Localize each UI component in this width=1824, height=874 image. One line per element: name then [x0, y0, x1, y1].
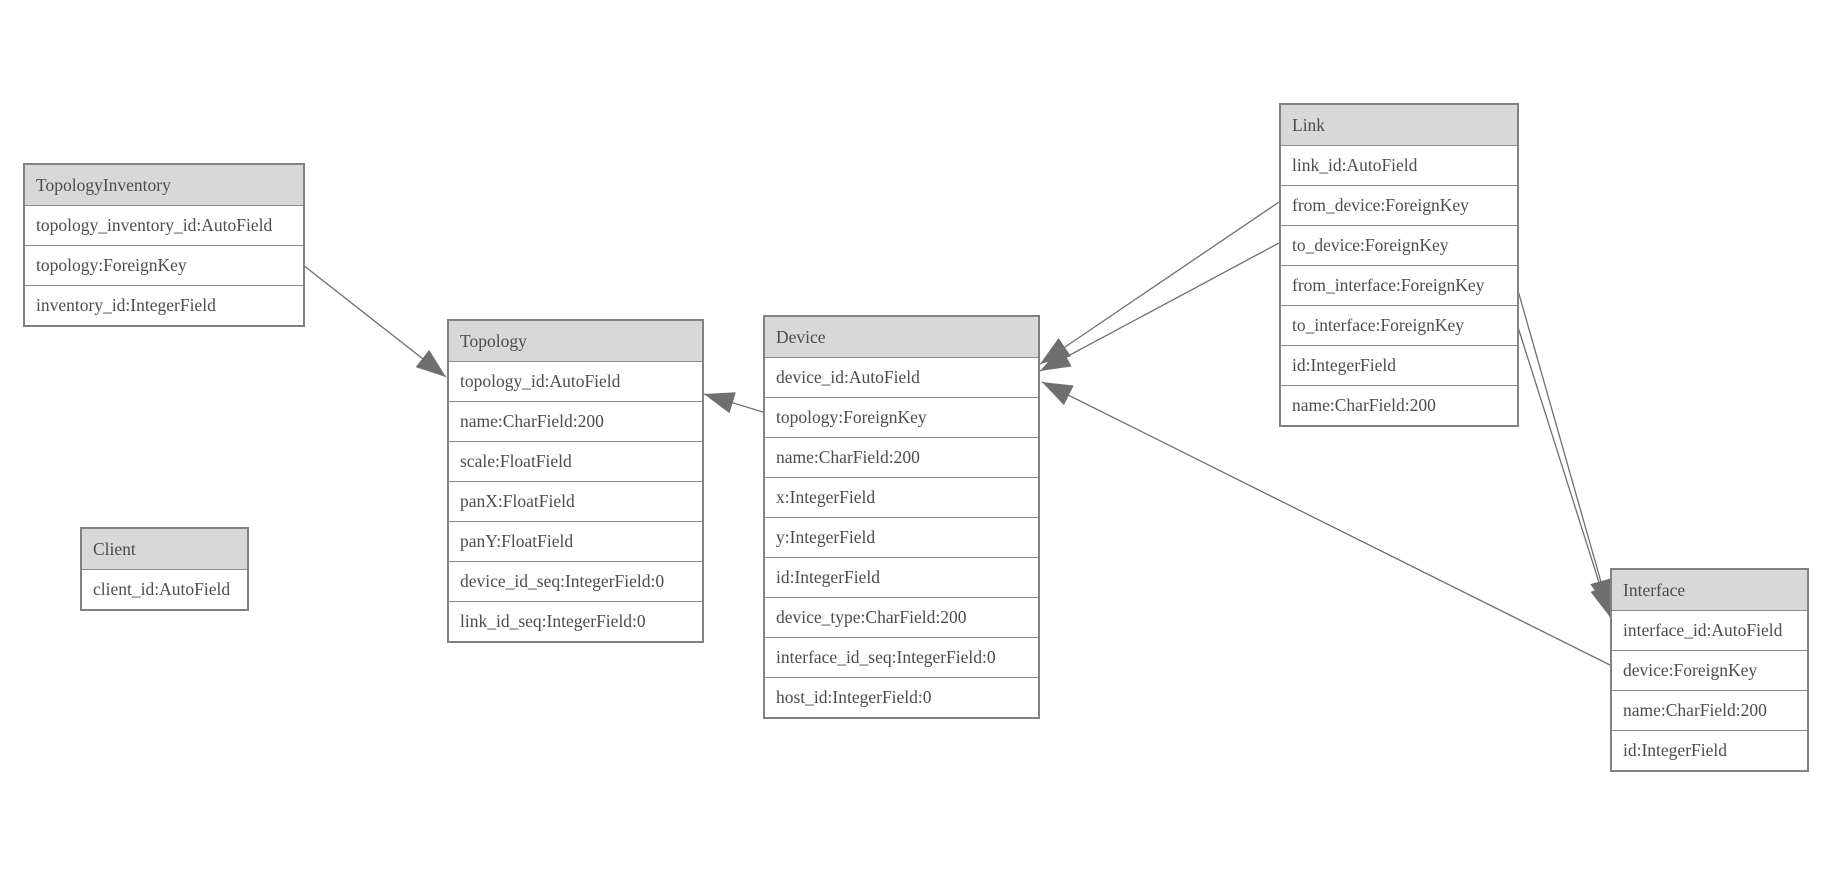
entity-title-client: Client: [82, 529, 247, 570]
field-row-link: from_interface:ForeignKey: [1281, 266, 1517, 306]
connector-link-to-interface-fk: [1516, 323, 1612, 618]
field-row-interface: device:ForeignKey: [1612, 651, 1807, 691]
field-row-topology: panX:FloatField: [449, 482, 702, 522]
field-row-device: name:CharField:200: [765, 438, 1038, 478]
connector-link-from-device-fk: [1039, 201, 1280, 365]
field-row-link: id:IntegerField: [1281, 346, 1517, 386]
field-row-client: client_id:AutoField: [82, 570, 247, 609]
field-row-device: device_id:AutoField: [765, 358, 1038, 398]
connector-link-to-device-fk: [1039, 242, 1280, 372]
field-row-topology-inventory: topology_inventory_id:AutoField: [25, 206, 303, 246]
field-row-topology: device_id_seq:IntegerField:0: [449, 562, 702, 602]
field-row-topology-inventory: inventory_id:IntegerField: [25, 286, 303, 325]
field-row-device: topology:ForeignKey: [765, 398, 1038, 438]
field-row-device: x:IntegerField: [765, 478, 1038, 518]
field-row-link: to_interface:ForeignKey: [1281, 306, 1517, 346]
entity-title-device: Device: [765, 317, 1038, 358]
entity-title-topology-inventory: TopologyInventory: [25, 165, 303, 206]
field-row-link: link_id:AutoField: [1281, 146, 1517, 186]
connector-device-topology-fk: [703, 392, 764, 414]
field-row-interface: interface_id:AutoField: [1612, 611, 1807, 651]
field-row-device: interface_id_seq:IntegerField:0: [765, 638, 1038, 678]
field-row-topology: scale:FloatField: [449, 442, 702, 482]
field-row-device: device_type:CharField:200: [765, 598, 1038, 638]
field-row-device: id:IntegerField: [765, 558, 1038, 598]
field-row-topology: name:CharField:200: [449, 402, 702, 442]
field-row-link: from_device:ForeignKey: [1281, 186, 1517, 226]
field-row-topology: link_id_seq:IntegerField:0: [449, 602, 702, 641]
field-row-device: host_id:IntegerField:0: [765, 678, 1038, 717]
connector-link-from-interface-fk: [1516, 286, 1612, 611]
field-row-topology-inventory: topology:ForeignKey: [25, 246, 303, 286]
connector-topologyinventory-topology-fk: [302, 264, 447, 378]
field-row-device: y:IntegerField: [765, 518, 1038, 558]
field-row-topology: topology_id:AutoField: [449, 362, 702, 402]
entity-title-topology: Topology: [449, 321, 702, 362]
entity-title-interface: Interface: [1612, 570, 1807, 611]
field-row-interface: name:CharField:200: [1612, 691, 1807, 731]
field-row-link: name:CharField:200: [1281, 386, 1517, 425]
field-row-topology: panY:FloatField: [449, 522, 702, 562]
field-row-interface: id:IntegerField: [1612, 731, 1807, 770]
entity-title-link: Link: [1281, 105, 1517, 146]
field-row-link: to_device:ForeignKey: [1281, 226, 1517, 266]
